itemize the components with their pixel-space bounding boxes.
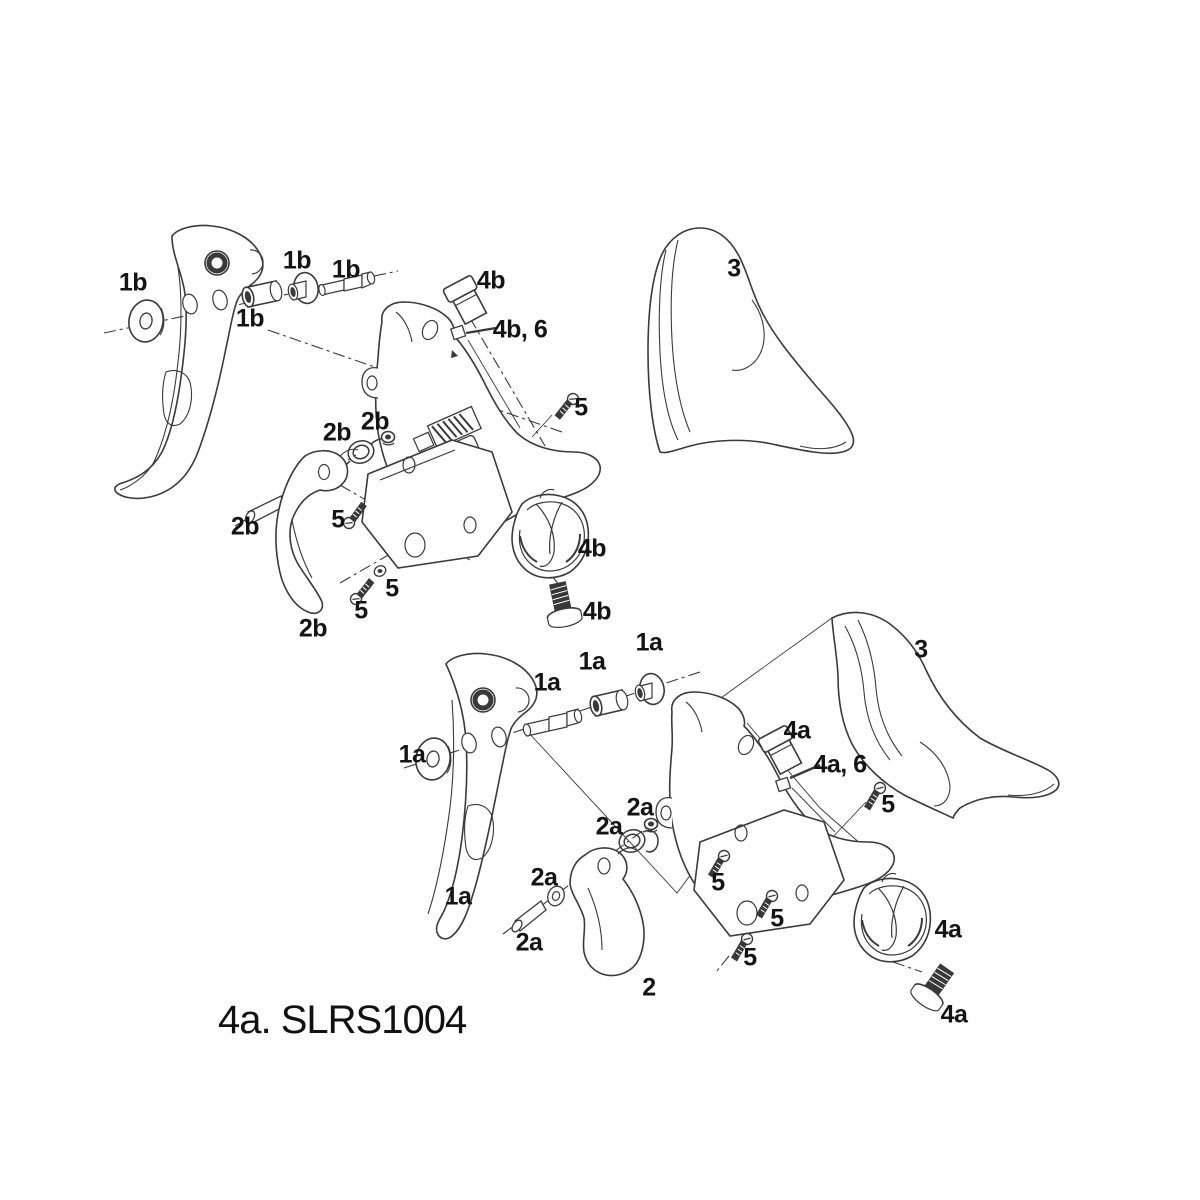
callout-3-hood-top: 3 xyxy=(727,254,741,283)
callout-2b-spring: 2b xyxy=(322,418,352,447)
reach-adjust-plug-4a xyxy=(757,725,805,776)
callout-1b-washer: 1b xyxy=(118,268,148,297)
callout-2b-pin: 2b xyxy=(230,512,260,541)
callout-4a6-clip: 4a, 6 xyxy=(813,750,867,779)
brake-lever-blade-b xyxy=(115,225,263,498)
washer-1b-left xyxy=(126,297,167,344)
shifter-body-a xyxy=(656,692,894,936)
callout-1b-bolt: 1b xyxy=(331,255,361,284)
callout-3-hood-bottom: 3 xyxy=(914,635,928,664)
callout-5-screw-a3: 5 xyxy=(770,904,784,933)
reach-clip-4b6 xyxy=(451,325,520,428)
clamp-bolt-4a xyxy=(908,959,961,1015)
reach-adjust-plug-4b xyxy=(442,275,490,326)
callout-2a-pin: 2a xyxy=(515,928,543,957)
callout-5-screw-a1: 5 xyxy=(881,790,895,819)
pivot-bolt-1a xyxy=(522,709,582,737)
callout-4b-clamp-bolt: 4b xyxy=(582,597,612,626)
callout-4b-plug: 4b xyxy=(476,266,506,295)
paddle-washer-2a xyxy=(545,884,567,908)
callout-4a-clamp-bolt: 4a xyxy=(940,1000,968,1029)
bushing-1b xyxy=(241,280,284,308)
assembly-right-lever-a xyxy=(404,612,1059,1014)
flanged-washer-1a xyxy=(634,671,667,706)
callout-5-screw-a2: 5 xyxy=(711,868,725,897)
callout-1a-blade: 1a xyxy=(444,882,472,911)
reach-clip-4a6 xyxy=(776,765,820,792)
callout-1b-flange-washer: 1b xyxy=(282,246,312,275)
part-number-caption: 4a. SLRS1004 xyxy=(218,998,467,1042)
flanged-washer-1b xyxy=(287,270,321,305)
callout-5-screw-b1: 5 xyxy=(574,393,588,422)
callout-5-washer-b: 5 xyxy=(385,574,399,603)
bracket-plate-a xyxy=(694,810,844,936)
callout-2a-washer: 2a xyxy=(530,863,558,892)
shift-paddle-2b xyxy=(276,449,358,613)
callout-2b-nut: 2b xyxy=(360,407,390,436)
screw-5-b-bottom xyxy=(346,564,387,608)
band-clamp-4b xyxy=(512,489,588,577)
callout-1b-bushing: 1b xyxy=(235,304,265,333)
callout-4b-clamp: 4b xyxy=(577,534,607,563)
callout-2-paddle: 2 xyxy=(642,973,656,1002)
callout-2a-spring: 2a xyxy=(595,812,623,841)
callout-2a-nut: 2a xyxy=(626,793,654,822)
callout-4a-plug: 4a xyxy=(783,716,811,745)
pivot-bolt-1b xyxy=(318,271,376,296)
screw-5-b-upper xyxy=(532,390,583,437)
hood-cover-3-bottom xyxy=(832,612,1059,818)
band-clamp-4a xyxy=(854,873,930,961)
callout-1a-washer: 1a xyxy=(398,740,426,769)
callout-5-screw-b2: 5 xyxy=(331,505,345,534)
callout-1a-flange-washer: 1a xyxy=(635,628,663,657)
callout-2b-paddle: 2b xyxy=(298,614,328,643)
shift-paddle-2 xyxy=(570,848,644,976)
washer-1a-left xyxy=(413,735,454,782)
callout-4a-clamp: 4a xyxy=(934,915,962,944)
paddle-pin-2a xyxy=(510,901,546,934)
callout-5-screw-a4: 5 xyxy=(743,943,757,972)
shifter-body-b xyxy=(362,302,600,568)
assembly-left-lever-b xyxy=(104,225,854,629)
callout-4b6-clip: 4b, 6 xyxy=(492,315,548,344)
paddle-nut-2a xyxy=(645,819,658,832)
callout-1a-bushing: 1a xyxy=(578,647,606,676)
brake-lever-blade-a xyxy=(428,653,537,938)
clamp-bolt-4b xyxy=(541,580,583,630)
bushing-1a xyxy=(589,689,630,717)
paddle-nut-2b xyxy=(382,432,395,445)
callout-1a-bolt: 1a xyxy=(533,668,561,697)
hood-cover-3-top xyxy=(648,228,854,453)
callout-5-screw-b3: 5 xyxy=(354,596,368,625)
